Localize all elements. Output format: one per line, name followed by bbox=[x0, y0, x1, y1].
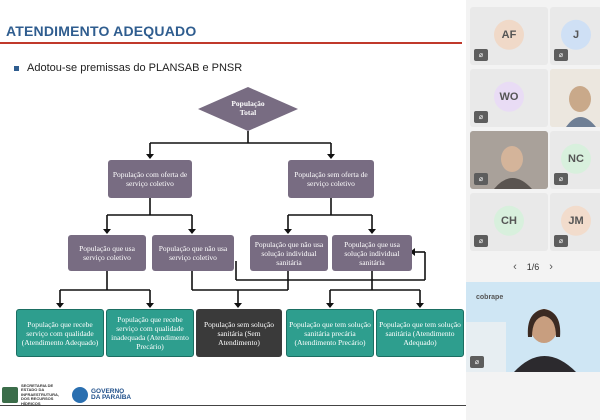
government-logo-text: GOVERNO DA PARAÍBA bbox=[91, 387, 132, 401]
mic-muted-icon: ⌀ bbox=[554, 235, 568, 247]
active-speaker-video[interactable]: cobrape ⌀ bbox=[466, 282, 600, 372]
brand-label: cobrape bbox=[476, 294, 504, 301]
participant-avatar: NC bbox=[561, 143, 591, 174]
outcome-precarious-individual: População que tem solução sanitária prec… bbox=[286, 309, 374, 357]
participant-avatar: AF bbox=[494, 19, 524, 50]
secretariat-emblem-icon bbox=[2, 387, 18, 403]
title-divider bbox=[0, 42, 462, 44]
outcome-adequate-collective: População que recebe serviço com qualida… bbox=[16, 309, 104, 357]
participant-tile[interactable]: JM ⌀ bbox=[550, 193, 600, 251]
participant-tile[interactable]: AF ⌀ bbox=[470, 7, 548, 65]
bullet-text: Adotou-se premissas do PLANSAB e PNSR bbox=[27, 62, 243, 74]
page-indicator: 1/6 bbox=[526, 262, 540, 272]
node-without-collective: População sem oferta de serviço coletivo bbox=[288, 160, 374, 198]
presentation-slide: ATENDIMENTO ADEQUADO Adotou-se premissas… bbox=[0, 23, 466, 406]
bullet-item: Adotou-se premissas do PLANSAB e PNSR bbox=[14, 62, 242, 74]
mic-muted-icon: ⌀ bbox=[474, 173, 488, 185]
flow-diagram: População Total População com oferta de … bbox=[0, 80, 466, 380]
participant-video-icon bbox=[550, 69, 600, 127]
outcome-adequate-individual: População que tem solução sanitária (Ate… bbox=[376, 309, 464, 357]
mic-muted-icon: ⌀ bbox=[474, 235, 488, 247]
mic-muted-icon: ⌀ bbox=[554, 49, 568, 61]
participant-video-tile[interactable] bbox=[550, 69, 600, 127]
secretariat-logo: SECRETARIA DE ESTADO DA INFRAESTRUTURA, … bbox=[2, 383, 67, 406]
mic-muted-icon: ⌀ bbox=[474, 111, 488, 123]
root-node: População Total bbox=[198, 87, 298, 131]
speaker-video-icon bbox=[466, 282, 600, 372]
node-not-uses-individual: População que não usa solução individual… bbox=[250, 235, 328, 271]
node-not-uses-collective: População que não usa serviço coletivo bbox=[152, 235, 234, 271]
node-with-collective: População com oferta de serviço coletivo bbox=[108, 160, 192, 198]
participant-tile[interactable]: WO ⌀ bbox=[470, 69, 548, 127]
participant-avatar: CH bbox=[494, 205, 524, 236]
government-emblem-icon bbox=[72, 387, 88, 403]
participant-video-tile[interactable]: ⌀ bbox=[470, 131, 548, 189]
mic-muted-icon: ⌀ bbox=[474, 49, 488, 61]
node-uses-individual: População que usa solução individual san… bbox=[332, 235, 412, 271]
node-uses-collective: População que usa serviço coletivo bbox=[68, 235, 146, 271]
secretariat-logo-text: SECRETARIA DE ESTADO DA INFRAESTRUTURA, … bbox=[21, 383, 59, 406]
participant-tile[interactable]: NC ⌀ bbox=[550, 131, 600, 189]
government-logo: GOVERNO DA PARAÍBA bbox=[72, 386, 131, 404]
participant-tile[interactable]: CH ⌀ bbox=[470, 193, 548, 251]
mic-muted-icon: ⌀ bbox=[554, 173, 568, 185]
footer-divider bbox=[0, 405, 466, 406]
participant-avatar: J bbox=[561, 19, 591, 50]
previous-page-button[interactable]: ‹ bbox=[513, 261, 517, 273]
gallery-pager: ‹ 1/6 › bbox=[466, 258, 600, 276]
root-node-label: População Total bbox=[231, 99, 265, 117]
outcome-no-service: População sem solução sanitária (Sem Ate… bbox=[196, 309, 282, 357]
mic-muted-icon: ⌀ bbox=[470, 356, 484, 368]
slide-title: ATENDIMENTO ADEQUADO bbox=[6, 23, 197, 39]
next-page-button[interactable]: › bbox=[549, 261, 553, 273]
participant-tile[interactable]: J ⌀ bbox=[550, 7, 600, 65]
participant-avatar: JM bbox=[561, 205, 591, 236]
participant-avatar: WO bbox=[494, 81, 524, 112]
outcome-precarious-collective: População que recebe serviço com qualida… bbox=[106, 309, 194, 357]
diagram-connectors bbox=[56, 131, 426, 308]
bullet-icon bbox=[14, 65, 19, 71]
